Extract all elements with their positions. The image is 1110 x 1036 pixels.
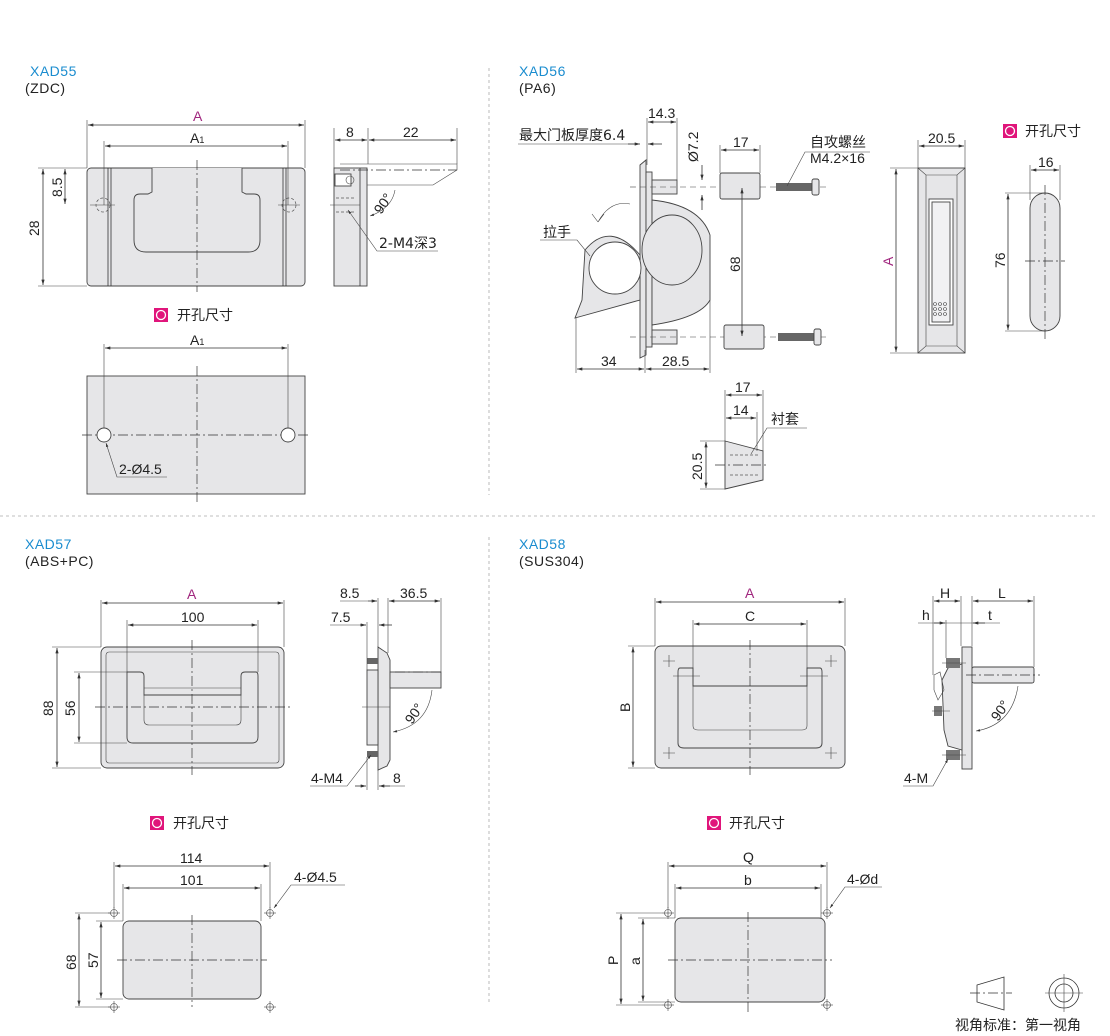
xad56-cutout: 开孔尺寸 16 76 [992,124,1081,340]
xad56-bushing: 17 14 衬套 20.5 [689,379,807,490]
concentric-circles-icon [1045,974,1083,1012]
dim-57: 57 [85,952,101,968]
cutout-label: 开孔尺寸 [1025,124,1081,140]
dim-L: L [998,585,1006,601]
material: (SUS304) [519,553,584,569]
handle-label: 拉手 [543,225,571,241]
dim-34: 34 [601,353,617,369]
xad55-cutout: 开孔尺寸 A1 2-Ø4.5 [82,308,310,505]
dim-14-3: 14.3 [648,105,675,121]
xad56-section: XAD56 (PA6) [518,63,1081,490]
dim-68: 68 [727,256,743,272]
xad55-section: XAD55 (ZDC) A A1 28 [25,63,458,505]
screw-marks [663,655,837,759]
dim-A: A [193,108,203,124]
dim-20-5: 20.5 [928,130,955,146]
hole-marks [662,907,833,1011]
material: (ABS+PC) [25,553,94,569]
dim-7-5: 7.5 [331,609,351,625]
dim-A: A [880,256,896,266]
dim-8: 8 [346,124,354,140]
dim-101: 101 [180,872,204,888]
dim-8-5: 8.5 [340,585,360,601]
dim-56: 56 [62,700,78,716]
xad55-front-view: A A1 28 8.5 [26,108,306,292]
dim-A: A [745,585,755,601]
dim-d7-2: Ø7.2 [685,131,701,162]
dim-t: t [988,607,992,623]
thread-note: 2-M4深3 [379,236,437,252]
angle-90: 90° [401,700,426,727]
dim-68: 68 [63,954,79,970]
xad57-front-view: A 100 88 56 [40,586,290,775]
hole-note: 2-Ø4.5 [119,461,162,477]
hole-note: 4-Ø4.5 [294,869,337,885]
cutout-label: 开孔尺寸 [173,816,229,832]
dim-114: 114 [180,850,203,866]
dim-16: 16 [1038,154,1054,170]
dim-H: H [940,585,950,601]
truncated-cone-icon [970,976,1012,1011]
dim-B: B [617,703,633,712]
dim-a: a [627,957,643,965]
dim-C: C [745,608,755,624]
dim-h: h [922,607,930,623]
xad56-side-view: 14.3 最大门板厚度6.4 Ø7.2 17 自攻螺丝 M4.2×16 68 拉… [518,105,870,373]
dim-20-5: 20.5 [689,453,705,480]
model-name: XAD56 [519,63,566,79]
dim-A1: A1 [190,332,204,348]
cutout-label: 开孔尺寸 [729,816,785,832]
dim-22: 22 [403,124,419,140]
dim-36-5: 36.5 [400,585,427,601]
cutout-label: 开孔尺寸 [177,308,233,324]
screw-spec: M4.2×16 [810,150,865,166]
model-name: XAD58 [519,536,566,552]
dim-P: P [605,956,621,965]
dim-A: A [187,586,197,602]
model-name: XAD57 [25,536,72,552]
dim-28-5: 28.5 [662,353,689,369]
bushing-label: 衬套 [771,412,799,428]
dim-100: 100 [181,609,205,625]
xad55-side-view: 90° 8 22 2-M4深3 [330,124,458,287]
xad58-front-view: A C B [617,585,846,775]
grip-dots-icon [933,302,947,316]
dim-28: 28 [26,220,42,236]
material: (PA6) [519,80,556,96]
xad57-section: XAD57 (ABS+PC) A 100 88 56 [25,536,442,1013]
dim-8: 8 [393,770,401,786]
angle-90: 90° [987,697,1012,724]
dim-88: 88 [40,700,56,716]
screw-icon [776,178,822,346]
xad57-cutout: 开孔尺寸 114 101 4-Ø4.5 68 [63,816,345,1013]
first-angle-projection-symbol: 视角标准：第一视角 [955,974,1083,1034]
angle-90: 90° [370,190,395,217]
xad57-side-view: 90° 8.5 36.5 7.5 4-M4 8 [310,585,442,790]
dim-14: 14 [733,402,749,418]
hole-note: 4-Ød [847,871,878,887]
max-panel-thickness: 最大门板厚度6.4 [519,128,625,144]
dim-8-5: 8.5 [49,177,65,197]
xad58-side-view: 90° H L h t 4-M [903,585,1040,787]
dim-A1: A1 [190,130,204,146]
thread-note: 4-M4 [311,770,343,786]
dim-17: 17 [733,134,749,150]
screw-label: 自攻螺丝 [810,135,866,151]
dim-b: b [744,872,752,888]
model-name: XAD55 [30,63,77,79]
dim-76: 76 [992,252,1008,268]
projection-label: 视角标准：第一视角 [955,1017,1081,1034]
material: (ZDC) [25,80,66,96]
xad58-section: XAD58 (SUS304) A C [519,536,1040,1012]
xad58-cutout: 开孔尺寸 Q b 4-Ød P [605,816,882,1012]
thread-note: 4-M [904,770,928,786]
xad56-front-view: 20.5 A [880,130,966,354]
dim-17: 17 [735,379,751,395]
dim-Q: Q [743,849,754,865]
